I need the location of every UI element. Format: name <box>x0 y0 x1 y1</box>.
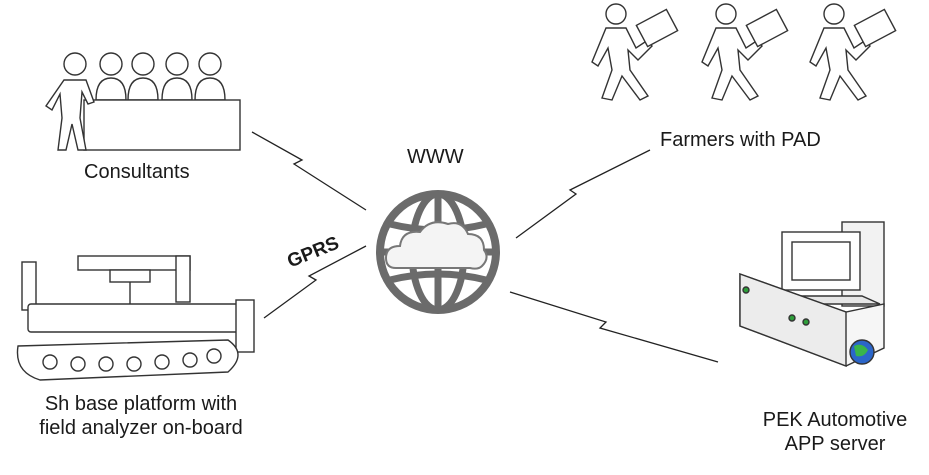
wireless-link-platform <box>263 245 367 319</box>
wireless-link-consultants <box>251 131 367 211</box>
farmers-label: Farmers with PAD <box>660 129 821 151</box>
tracked-robot-platform-icon <box>16 255 255 381</box>
consultant-person-icon <box>95 52 127 101</box>
pad-icon <box>745 8 789 48</box>
farmers-with-pad-icon <box>591 3 897 101</box>
server-label: PEK Automotive APP server <box>730 408 929 456</box>
consultant-person-icon <box>127 52 159 101</box>
platform-label-line1: Sh base platform with <box>44 393 238 415</box>
platform-label: Sh base platform with field analyzer on-… <box>6 392 276 440</box>
consultant-person-icon <box>194 52 226 101</box>
pad-icon <box>853 8 897 48</box>
consultant-person-icon <box>161 52 193 101</box>
walking-person-icon <box>45 52 95 151</box>
server-label-line1: PEK Automotive <box>762 409 908 431</box>
farmer-with-pad-icon <box>591 3 679 101</box>
platform-label-line2: field analyzer on-board <box>39 417 243 439</box>
desk-shape <box>83 99 241 151</box>
globe-cloud-icon <box>376 190 500 314</box>
farmer-with-pad-icon <box>809 3 897 101</box>
app-server-icon <box>739 221 885 368</box>
farmer-with-pad-icon <box>701 3 789 101</box>
pad-icon <box>635 8 679 48</box>
consultants-label: Consultants <box>84 161 190 183</box>
consultants-group-icon <box>45 52 241 151</box>
wireless-link-farmers <box>515 149 651 239</box>
wireless-link-server <box>509 291 719 363</box>
server-label-line2: APP server <box>784 433 886 455</box>
www-label: WWW <box>407 146 464 168</box>
